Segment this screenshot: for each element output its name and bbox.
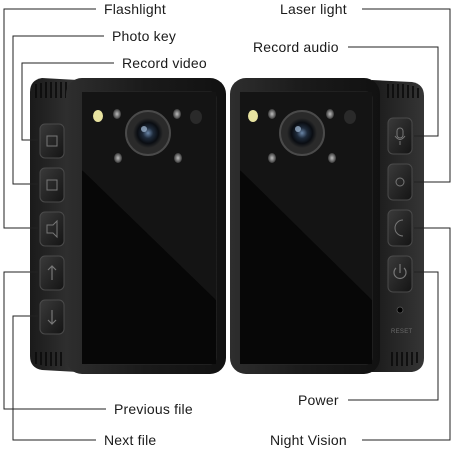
label-night-vision: Night Vision	[270, 432, 347, 448]
label-laser-light: Laser light	[280, 1, 347, 17]
label-record-video: Record video	[122, 55, 207, 71]
left-side-buttons	[39, 123, 65, 335]
label-photo-key: Photo key	[112, 28, 177, 44]
left-camera	[30, 78, 226, 374]
left-leader-lines	[3, 8, 114, 441]
label-next-file: Next file	[104, 432, 157, 448]
label-flashlight: Flashlight	[104, 1, 166, 17]
label-power: Power	[298, 392, 339, 408]
right-side-buttons	[387, 117, 413, 314]
right-camera	[230, 78, 424, 374]
right-leader-lines	[348, 8, 451, 441]
label-record-audio: Record audio	[253, 39, 339, 55]
reset-label: RESET	[391, 329, 413, 335]
label-previous-file: Previous file	[114, 401, 193, 417]
